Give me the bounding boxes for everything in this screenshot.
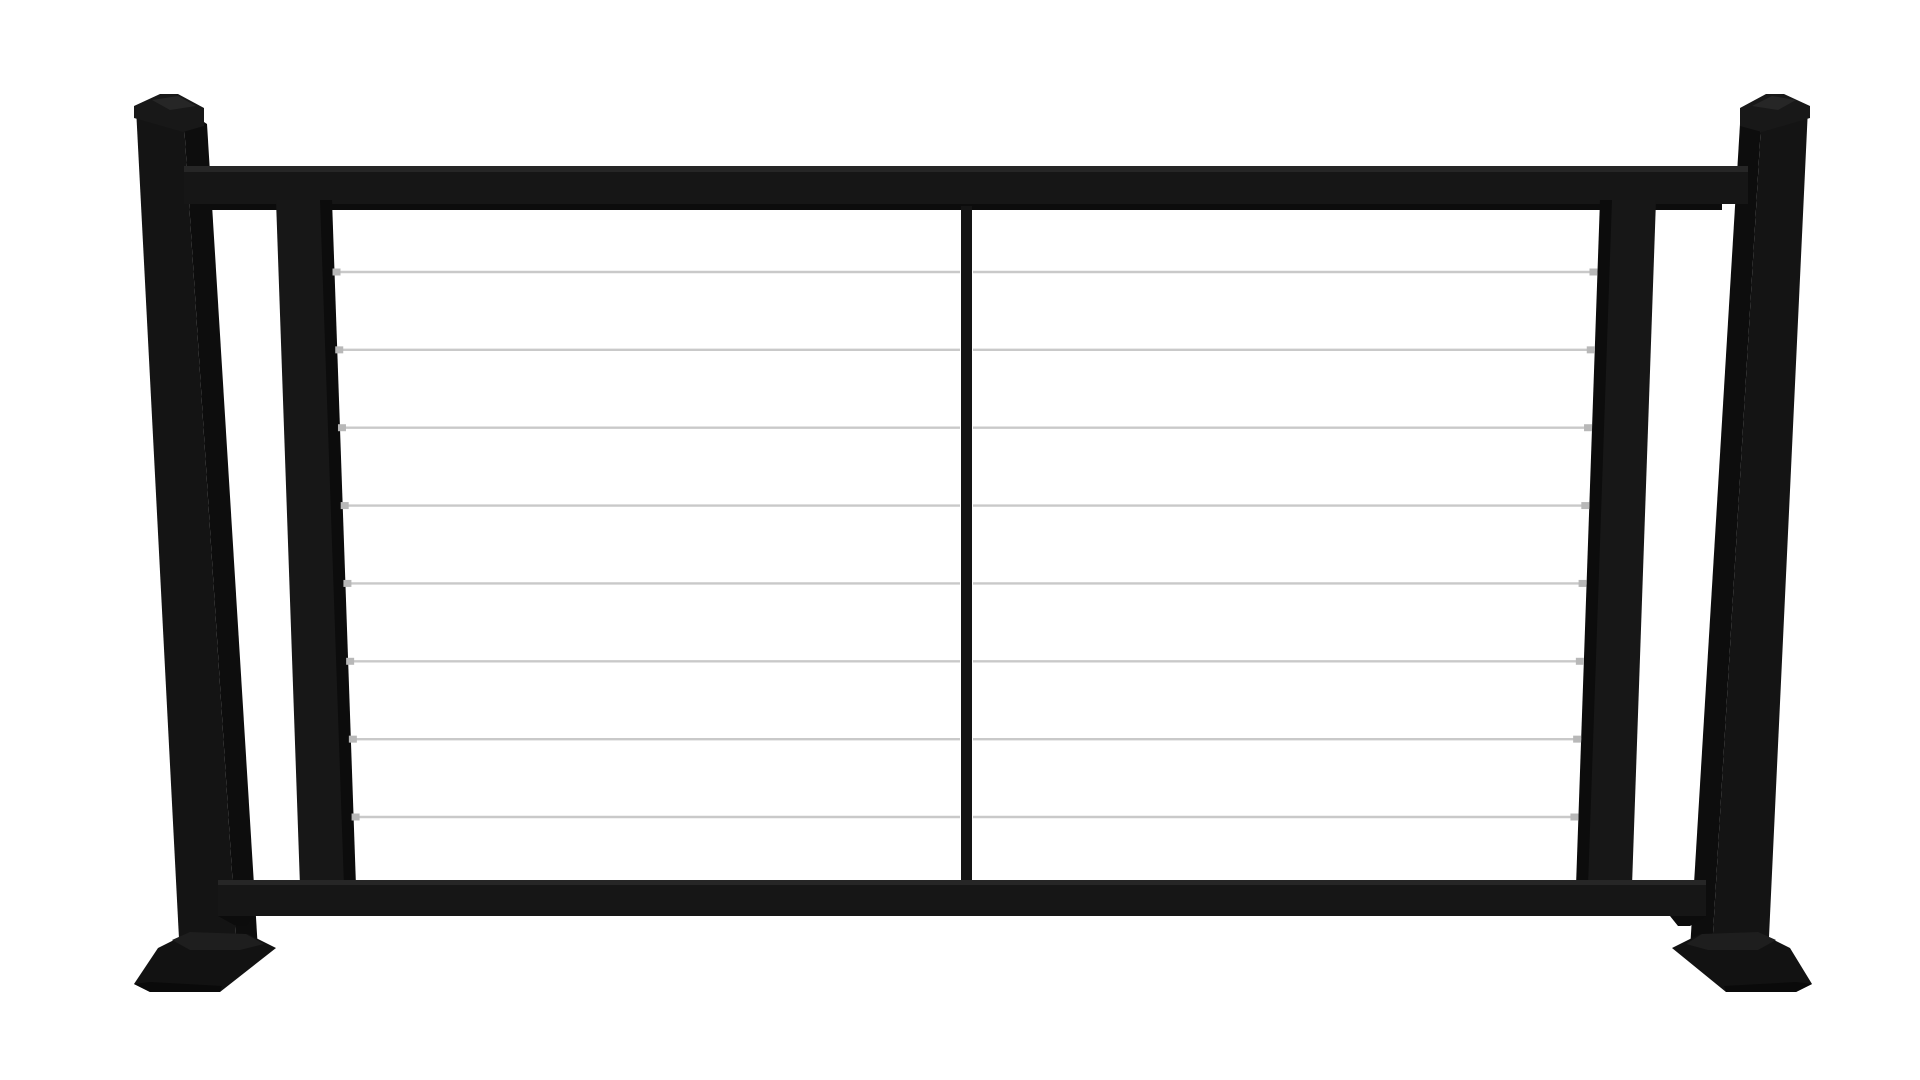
cable-fitting-8-right — [1570, 813, 1579, 821]
left-inner-stanchion — [276, 200, 356, 886]
center-support — [961, 206, 972, 886]
bottom-rail — [218, 880, 1706, 926]
top-rail — [184, 166, 1748, 210]
cable-fitting-3-left — [337, 424, 346, 432]
cable-group — [332, 268, 1598, 821]
right-inner-stanchion — [1576, 200, 1656, 886]
cable-fitting-4-left — [340, 502, 349, 510]
cable-fitting-7-left — [348, 735, 357, 743]
cable-fitting-7-right — [1573, 735, 1582, 743]
left-post — [134, 94, 258, 958]
cable-fitting-6-left — [346, 657, 355, 665]
cable-fitting-6-right — [1575, 657, 1584, 665]
cable-fitting-4-right — [1581, 502, 1590, 510]
cable-fitting-1-right — [1589, 268, 1598, 276]
right-post — [1690, 94, 1810, 958]
cable-fitting-2-left — [335, 346, 344, 354]
right-post-base — [1672, 932, 1812, 992]
cable-fitting-1-left — [332, 268, 341, 276]
left-post-base — [134, 932, 276, 992]
cable-fitting-8-left — [351, 813, 360, 821]
cable-fitting-2-right — [1586, 346, 1595, 354]
cable-fitting-5-left — [343, 579, 352, 587]
cable-fitting-3-right — [1584, 424, 1593, 432]
cable-fitting-5-right — [1578, 579, 1587, 587]
